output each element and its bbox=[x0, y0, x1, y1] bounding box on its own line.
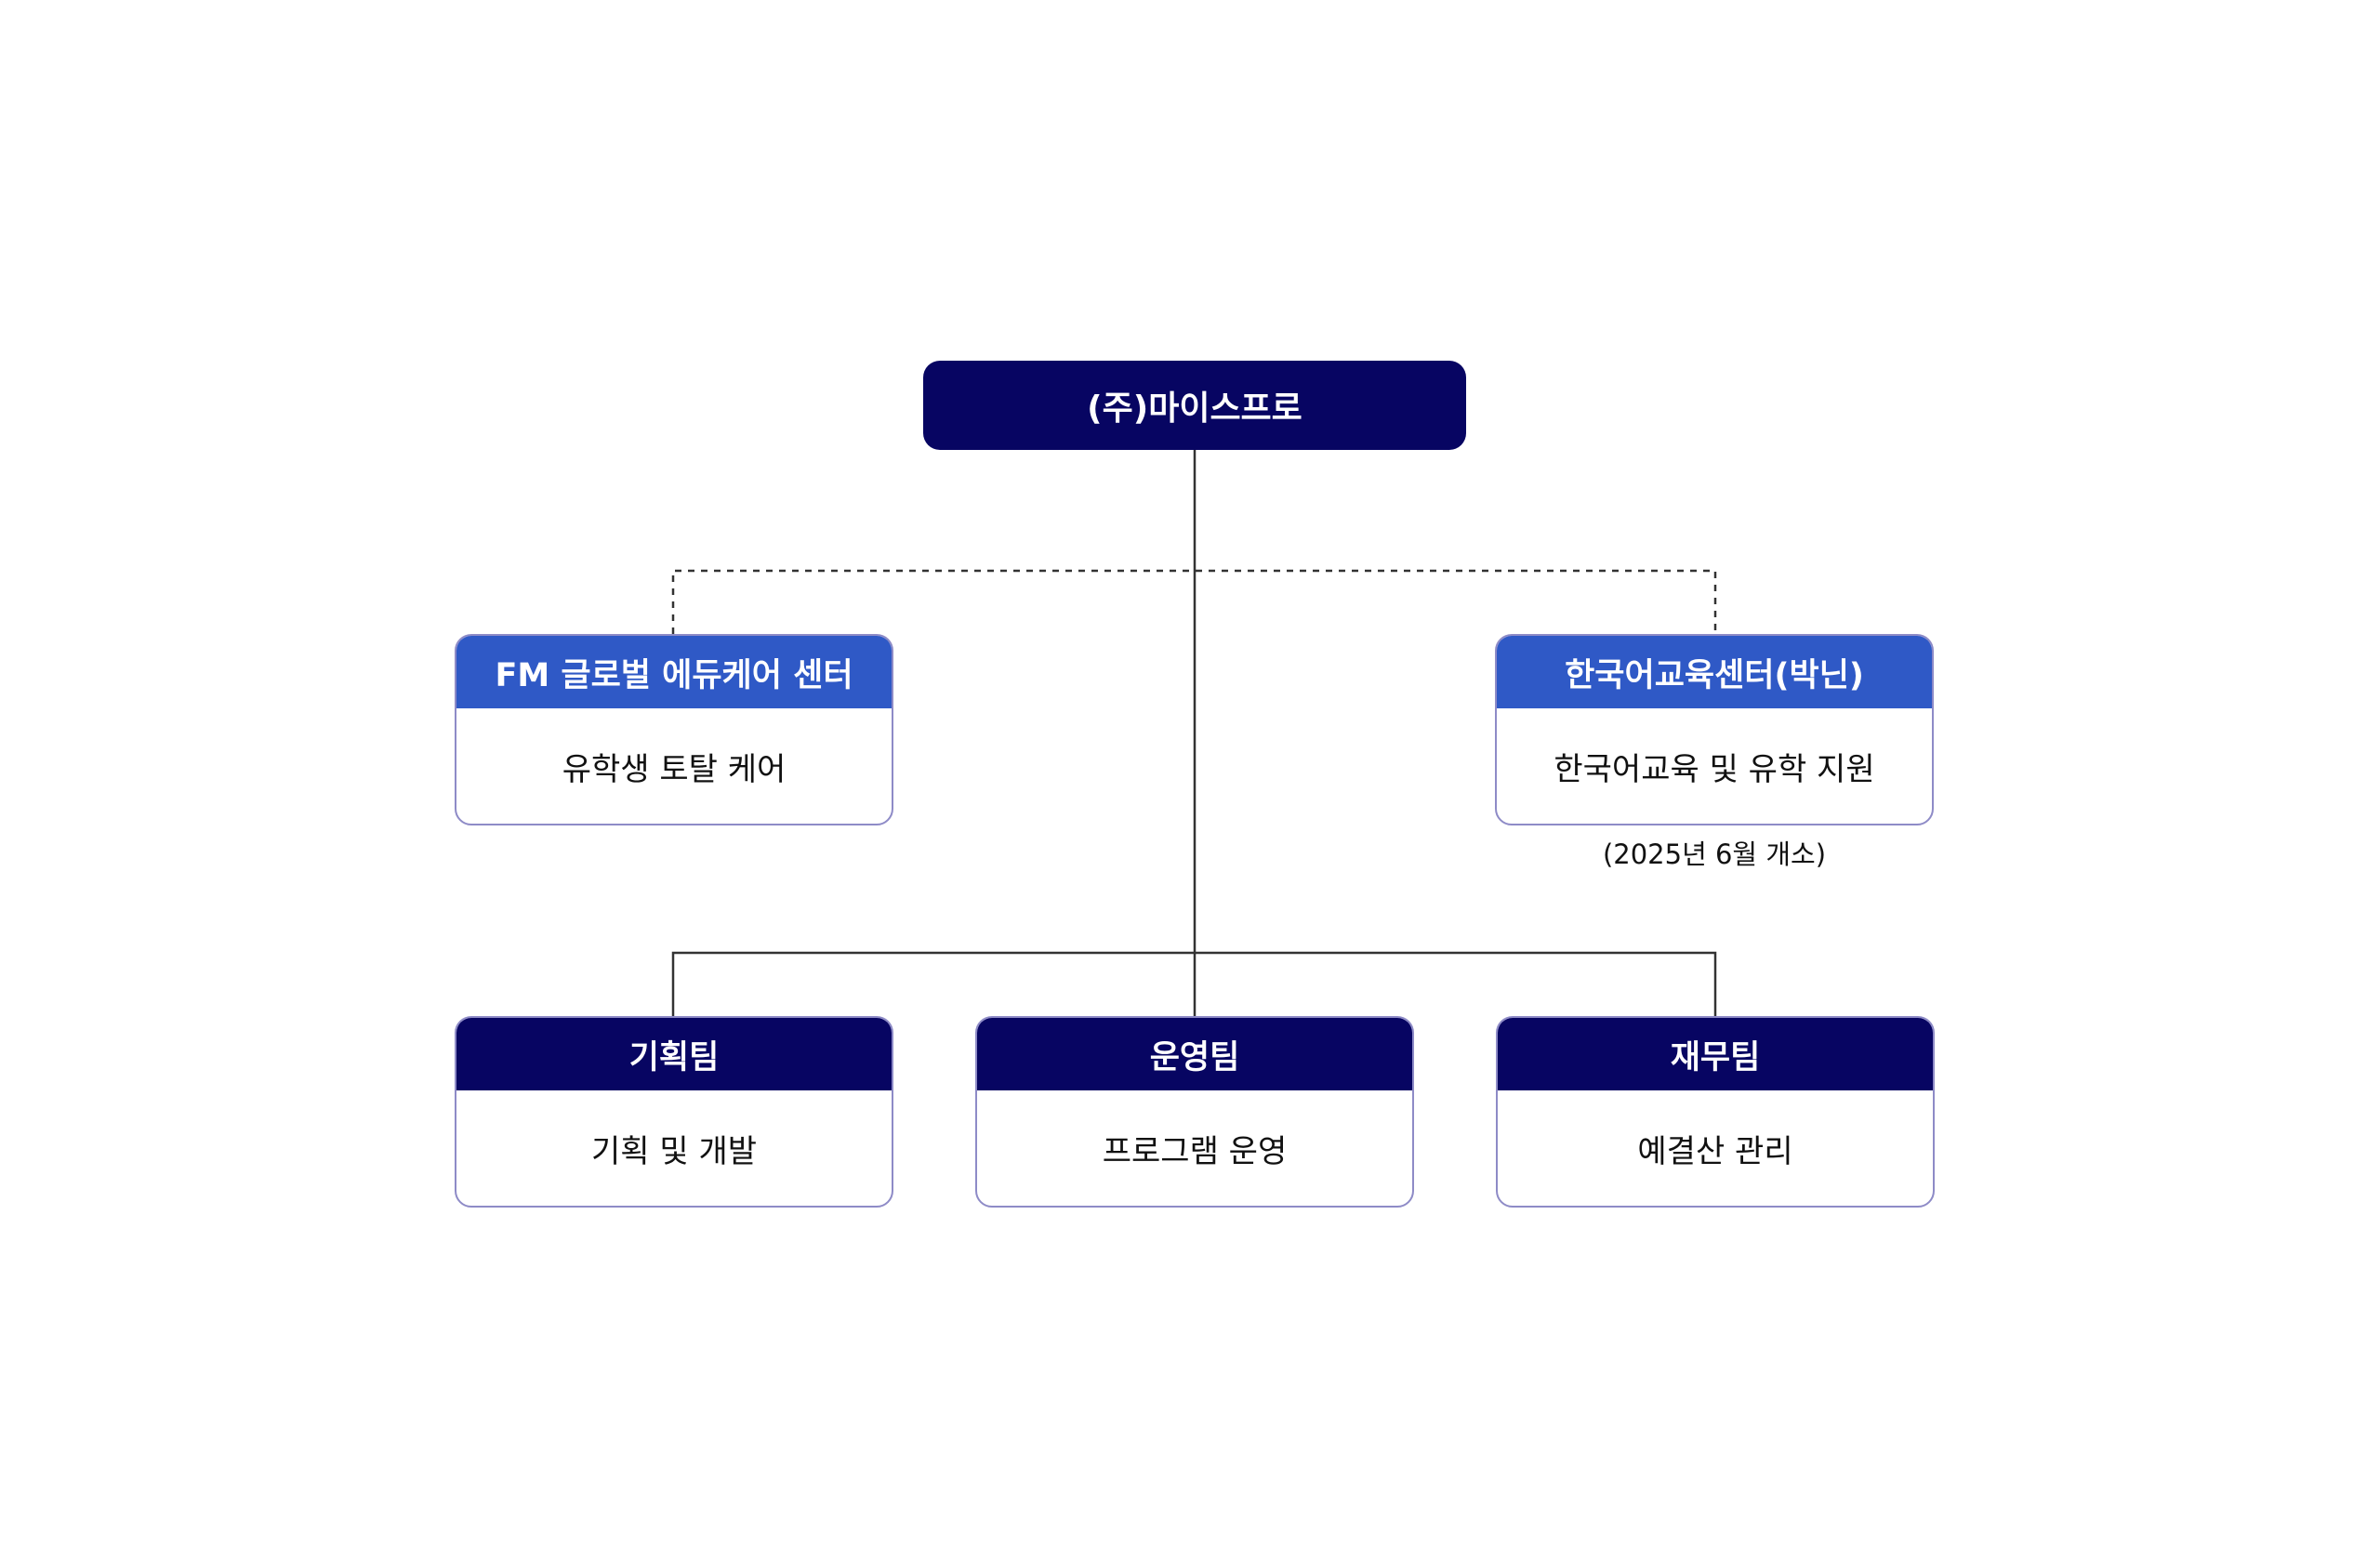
affiliate-dashed-connector bbox=[671, 569, 1717, 634]
team-description: 기획 및 개발 bbox=[590, 1132, 757, 1170]
team-planning-box: 기획팀 기획 및 개발 bbox=[455, 1016, 893, 1208]
team-body: 기획 및 개발 bbox=[456, 1090, 892, 1206]
affiliate-header: 한국어교육센터(박닌) bbox=[1497, 636, 1932, 708]
affiliate-fm-global-box: FM 글로벌 에듀케어 센터 유학생 토탈 케어 bbox=[455, 634, 893, 825]
team-header: 재무팀 bbox=[1498, 1018, 1933, 1090]
team-description: 프로그램 운영 bbox=[1102, 1132, 1288, 1170]
team-header: 운영팀 bbox=[977, 1018, 1412, 1090]
affiliate-body: 유학생 토탈 케어 bbox=[456, 708, 892, 824]
affiliate-title: FM 글로벌 에듀케어 센터 bbox=[495, 656, 853, 694]
team-body: 프로그램 운영 bbox=[977, 1090, 1412, 1206]
affiliate-title: 한국어교육센터(박닌) bbox=[1565, 656, 1864, 694]
team-operations-box: 운영팀 프로그램 운영 bbox=[975, 1016, 1414, 1208]
affiliate-description: 한국어교육 및 유학 지원 bbox=[1554, 750, 1875, 788]
opening-note: (2025년 6월 개소) bbox=[1602, 838, 1827, 870]
team-finance-box: 재무팀 예결산 관리 bbox=[1496, 1016, 1935, 1208]
root-label: (주)마이스프로 bbox=[1087, 390, 1302, 428]
affiliate-header: FM 글로벌 에듀케어 센터 bbox=[456, 636, 892, 708]
team-description: 예결산 관리 bbox=[1637, 1132, 1793, 1170]
team-title: 재무팀 bbox=[1670, 1038, 1761, 1076]
team-connector bbox=[671, 951, 1717, 1016]
team-header: 기획팀 bbox=[456, 1018, 892, 1090]
team-body: 예결산 관리 bbox=[1498, 1090, 1933, 1206]
affiliate-description: 유학생 토탈 케어 bbox=[562, 750, 787, 788]
affiliate-body: 한국어교육 및 유학 지원 bbox=[1497, 708, 1932, 824]
team-title: 운영팀 bbox=[1149, 1038, 1240, 1076]
team-title: 기획팀 bbox=[628, 1038, 720, 1076]
affiliate-korean-center-box: 한국어교육센터(박닌) 한국어교육 및 유학 지원 bbox=[1495, 634, 1934, 825]
root-node: (주)마이스프로 bbox=[923, 361, 1466, 450]
